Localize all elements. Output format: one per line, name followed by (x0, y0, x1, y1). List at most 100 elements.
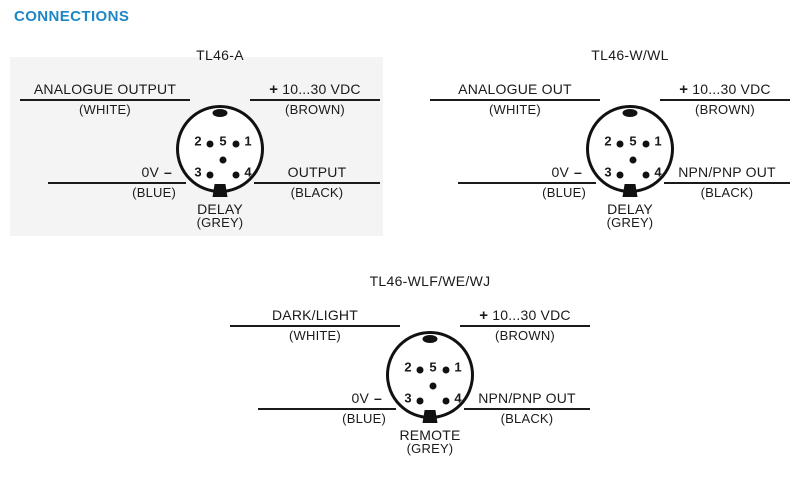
page-title: CONNECTIONS (14, 8, 130, 25)
pin-1-dot (442, 366, 450, 374)
wire-line-brown (460, 325, 590, 327)
pin-4-dot (642, 171, 650, 179)
keyway-tab-icon (422, 410, 438, 423)
label-output: OUTPUT (287, 164, 347, 180)
m12-connector: 2 5 1 3 4 (176, 105, 264, 197)
plus-sign: + (679, 81, 689, 98)
label-delay: DELAY (197, 201, 243, 217)
pin-3-dot (416, 397, 424, 405)
pin-3-dot (616, 171, 624, 179)
wire-line-black (464, 408, 590, 410)
pin-5-dot (219, 156, 227, 164)
pin-5-dot (629, 156, 637, 164)
supply-text: 10...30 VDC (692, 81, 771, 97)
connection-diagram-tl46-wlf-we-wj: TL46-WLF/WE/WJ DARK/LIGHT (WHITE) +10...… (230, 267, 630, 463)
pin-3-number: 3 (604, 164, 612, 180)
pin-2-number: 2 (404, 359, 412, 375)
minus-sign: – (164, 164, 172, 180)
pin-5-dot (429, 382, 437, 390)
wire-line-white (430, 99, 600, 101)
connection-diagram-tl46-a: TL46-A ANALOGUE OUTPUT (WHITE) +10...30 … (10, 41, 420, 237)
wire-line-brown (660, 99, 790, 101)
pin-1-number: 1 (244, 133, 252, 149)
pin-2-number: 2 (194, 133, 202, 149)
keyway-notch-icon (212, 109, 228, 117)
wire-line-black (254, 182, 380, 184)
supply-text: 10...30 VDC (492, 307, 571, 323)
pin-4-dot (232, 171, 240, 179)
wire-line-blue (258, 408, 396, 410)
pin-1-number: 1 (654, 133, 662, 149)
keyway-tab-icon (212, 184, 228, 197)
wire-color-black: (BLACK) (290, 185, 344, 200)
keyway-tab-icon (622, 184, 638, 197)
pin-4-dot (442, 397, 450, 405)
diagram-title: TL46-WLF/WE/WJ (369, 273, 491, 289)
connection-diagram-tl46-w-wl: TL46-W/WL ANALOGUE OUT (WHITE) +10...30 … (430, 41, 802, 237)
pin-2-number: 2 (604, 133, 612, 149)
label-npn-pnp-out: NPN/PNP OUT (678, 164, 776, 180)
wire-color-grey: (GREY) (406, 441, 454, 456)
label-0v: 0V– (458, 164, 596, 180)
wire-color-blue: (BLUE) (542, 185, 586, 200)
wire-color-grey: (GREY) (606, 215, 654, 230)
wire-line-blue (48, 182, 186, 184)
wire-line-white (20, 99, 190, 101)
wire-color-black: (BLACK) (700, 185, 754, 200)
wire-color-black: (BLACK) (500, 411, 554, 426)
pin-1-number: 1 (454, 359, 462, 375)
supply-text: 10...30 VDC (282, 81, 361, 97)
wire-color-blue: (BLUE) (132, 185, 176, 200)
zero-volt-text: 0V (551, 164, 569, 180)
pin-2-dot (616, 140, 624, 148)
plus-sign: + (269, 81, 279, 98)
wire-line-brown (250, 99, 380, 101)
wire-line-white (230, 325, 400, 327)
diagram-title: TL46-A (196, 47, 244, 63)
wire-line-black (664, 182, 790, 184)
wire-color-brown: (BROWN) (695, 102, 755, 117)
minus-sign: – (574, 164, 582, 180)
label-supply-voltage: +10...30 VDC (250, 81, 380, 98)
wire-color-white: (WHITE) (79, 102, 131, 117)
label-0v: 0V– (258, 390, 396, 406)
pin-3-number: 3 (194, 164, 202, 180)
pin-2-dot (206, 140, 214, 148)
wire-line-blue (458, 182, 596, 184)
diagram-title: TL46-W/WL (591, 47, 669, 63)
pin-2-dot (416, 366, 424, 374)
label-analogue-out: ANALOGUE OUT (458, 81, 572, 97)
wire-color-grey: (GREY) (196, 215, 244, 230)
label-supply-voltage: +10...30 VDC (460, 307, 590, 324)
wire-color-brown: (BROWN) (495, 328, 555, 343)
pin-1-dot (232, 140, 240, 148)
zero-volt-text: 0V (141, 164, 159, 180)
pin-5-number: 5 (429, 359, 437, 375)
pin-4-number: 4 (654, 164, 662, 180)
minus-sign: – (374, 390, 382, 406)
wire-color-blue: (BLUE) (342, 411, 386, 426)
label-supply-voltage: +10...30 VDC (660, 81, 790, 98)
m12-connector: 2 5 1 3 4 (586, 105, 674, 197)
label-0v: 0V– (48, 164, 186, 180)
pin-3-dot (206, 171, 214, 179)
label-remote: REMOTE (399, 427, 461, 443)
plus-sign: + (479, 307, 489, 324)
label-dark-light: DARK/LIGHT (271, 307, 358, 323)
wire-color-white: (WHITE) (289, 328, 341, 343)
wire-color-brown: (BROWN) (285, 102, 345, 117)
label-analogue-output: ANALOGUE OUTPUT (33, 81, 177, 97)
label-npn-pnp-out: NPN/PNP OUT (478, 390, 576, 406)
pin-4-number: 4 (454, 390, 462, 406)
keyway-notch-icon (622, 109, 638, 117)
zero-volt-text: 0V (351, 390, 369, 406)
pin-5-number: 5 (629, 133, 637, 149)
pin-1-dot (642, 140, 650, 148)
pin-5-number: 5 (219, 133, 227, 149)
keyway-notch-icon (422, 335, 438, 343)
m12-connector: 2 5 1 3 4 (386, 331, 474, 423)
pin-4-number: 4 (244, 164, 252, 180)
pin-3-number: 3 (404, 390, 412, 406)
label-delay: DELAY (607, 201, 653, 217)
